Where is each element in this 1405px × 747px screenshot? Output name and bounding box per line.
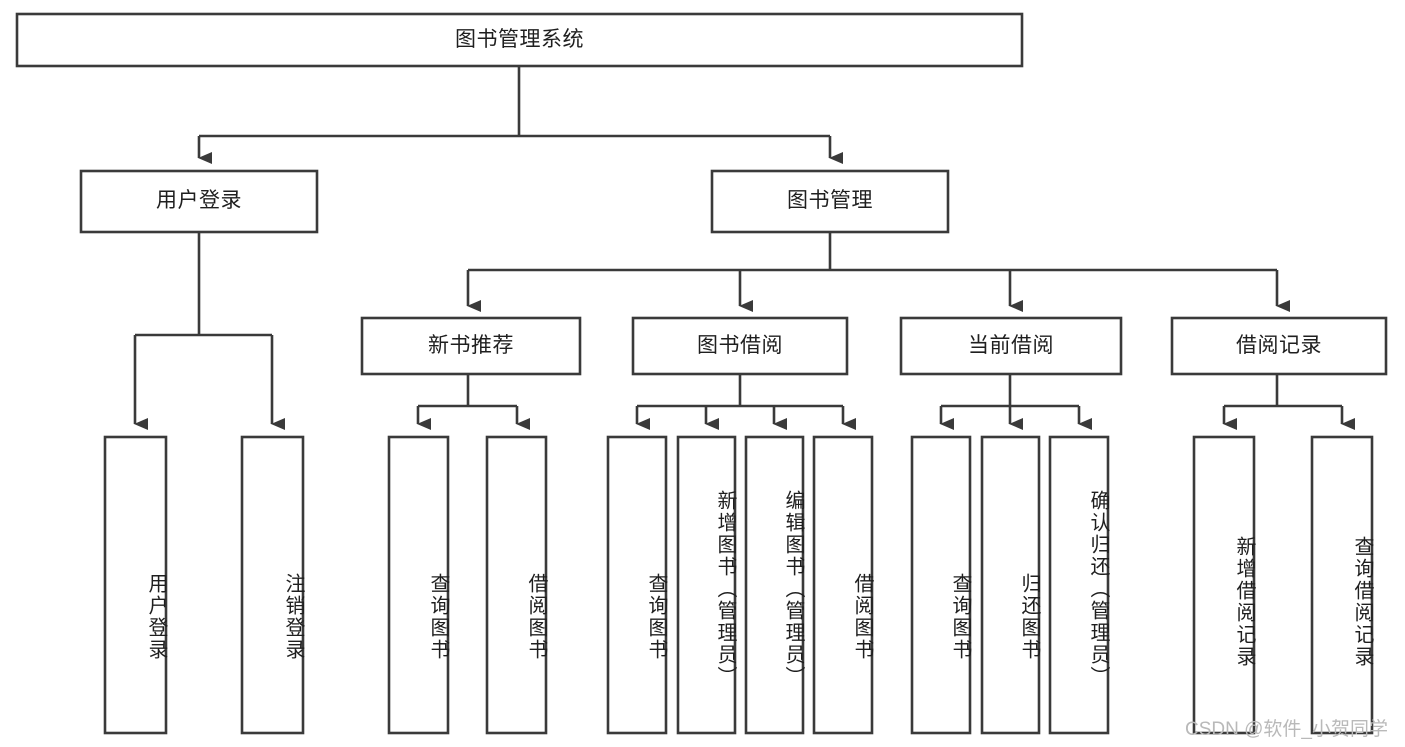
node-box-leaf-logout[interactable] [240,435,305,735]
node-box-leaf-add-book[interactable] [676,435,737,735]
node-box-leaf-query-book-1[interactable] [387,435,450,735]
node-box-leaf-edit-book[interactable] [744,435,805,735]
node-box-book-borrow[interactable] [631,316,849,376]
node-box-leaf-add-record[interactable] [1192,435,1256,735]
node-box-book-management[interactable] [710,169,950,234]
node-box-leaf-user-login[interactable] [103,435,168,735]
node-box-leaf-borrow-book-1[interactable] [485,435,548,735]
node-box-current-borrow[interactable] [899,316,1123,376]
node-box-leaf-query-record[interactable] [1310,435,1374,735]
node-box-leaf-query-book-3[interactable] [910,435,972,735]
node-box-leaf-query-book-2[interactable] [606,435,668,735]
node-box-user-login[interactable] [79,169,319,234]
node-box-leaf-confirm-return[interactable] [1048,435,1110,735]
node-box-root[interactable] [15,12,1024,68]
node-box-borrow-record[interactable] [1170,316,1388,376]
node-box-leaf-borrow-book-2[interactable] [812,435,874,735]
node-box-new-book-recommend[interactable] [360,316,582,376]
node-box-leaf-return-book[interactable] [980,435,1041,735]
